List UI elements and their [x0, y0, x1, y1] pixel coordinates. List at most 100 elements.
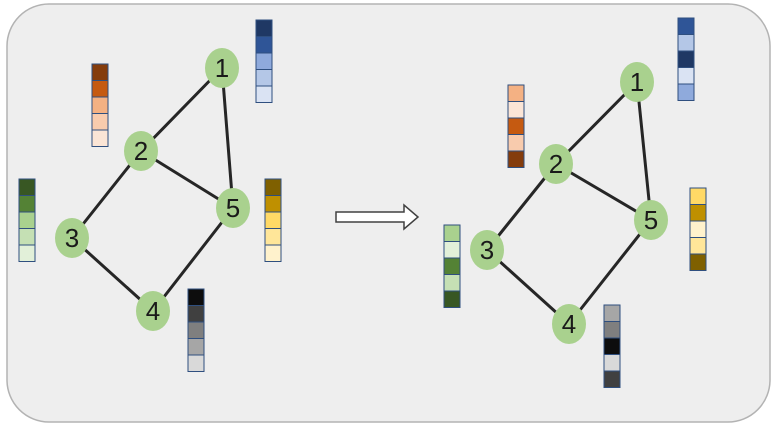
node-circle [136, 291, 170, 331]
feature-vector-node-4 [187, 288, 205, 372]
node-label: 2 [549, 149, 563, 179]
feature-cell [187, 321, 205, 339]
feature-cell [677, 83, 695, 101]
node-label: 2 [134, 136, 148, 166]
node-circle [634, 200, 668, 240]
graph-before: 1 2 3 4 5 [18, 19, 282, 372]
node-label: 4 [146, 296, 160, 326]
node-circle [216, 188, 250, 228]
feature-cell [603, 321, 621, 339]
feature-cell [603, 304, 621, 322]
feature-vector-node-2 [507, 84, 525, 168]
node-label: 5 [226, 193, 240, 223]
node-1: 1 [620, 62, 654, 102]
node-label: 5 [644, 205, 658, 235]
node-circle [620, 62, 654, 102]
feature-cell [18, 195, 36, 213]
feature-cell [264, 178, 282, 196]
node-label: 3 [65, 223, 79, 253]
feature-cell [18, 211, 36, 229]
feature-cell [187, 305, 205, 323]
feature-cell [18, 228, 36, 246]
node-5: 5 [634, 200, 668, 240]
feature-cell [443, 241, 461, 259]
node-circle [552, 304, 586, 344]
node-label: 4 [562, 309, 576, 339]
feature-vector-node-3 [443, 224, 461, 308]
feature-cell [91, 129, 109, 147]
node-4: 4 [552, 304, 586, 344]
graph-after: 1 2 3 4 5 [443, 17, 707, 388]
edge-1-5 [220, 66, 235, 210]
node-3: 3 [55, 218, 89, 258]
feature-cell [689, 220, 707, 238]
node-circle [470, 230, 504, 270]
node-circle [55, 218, 89, 258]
node-label: 1 [215, 53, 229, 83]
node-label: 1 [630, 67, 644, 97]
feature-vector-node-1 [677, 17, 695, 101]
node-1: 1 [205, 48, 239, 88]
feature-cell [689, 204, 707, 222]
feature-cell [689, 237, 707, 255]
node-2: 2 [539, 144, 573, 184]
feature-cell [603, 354, 621, 372]
feature-vector-node-2 [91, 63, 109, 147]
feature-cell [507, 84, 525, 102]
feature-cell [507, 117, 525, 135]
feature-cell [255, 85, 273, 103]
feature-cell [443, 274, 461, 292]
edge-1-5 [635, 80, 653, 222]
feature-cell [507, 150, 525, 168]
node-circle [539, 144, 573, 184]
feature-cell [603, 337, 621, 355]
node-4: 4 [136, 291, 170, 331]
feature-cell [255, 69, 273, 87]
node-circle [124, 131, 158, 171]
feature-vector-node-3 [18, 178, 36, 262]
feature-cell [507, 101, 525, 119]
feature-cell [255, 52, 273, 70]
edge-1-2 [139, 66, 224, 153]
feature-cell [443, 257, 461, 275]
feature-cell [264, 228, 282, 246]
feature-cell [443, 224, 461, 242]
feature-cell [264, 211, 282, 229]
node-5: 5 [216, 188, 250, 228]
node-label: 3 [480, 235, 494, 265]
feature-vector-node-4 [603, 304, 621, 388]
feature-cell [264, 195, 282, 213]
feature-cell [91, 80, 109, 98]
feature-cell [91, 63, 109, 81]
node-circle [205, 48, 239, 88]
feature-cell [255, 36, 273, 54]
feature-cell [677, 67, 695, 85]
edge-3-4 [485, 248, 571, 326]
feature-cell [677, 17, 695, 35]
feature-cell [18, 178, 36, 196]
transform-arrow [335, 203, 420, 231]
edge-2-5 [139, 149, 235, 210]
edge-4-5 [151, 206, 235, 313]
feature-cell [603, 370, 621, 388]
feature-cell [677, 34, 695, 52]
node-2: 2 [124, 131, 158, 171]
node-3: 3 [470, 230, 504, 270]
feature-cell [187, 354, 205, 372]
feature-vector-node-5 [264, 178, 282, 262]
feature-cell [187, 338, 205, 356]
feature-cell [677, 50, 695, 68]
feature-cell [264, 244, 282, 262]
edge-4-5 [567, 218, 653, 326]
feature-vector-node-1 [255, 19, 273, 103]
edge-3-4 [70, 236, 155, 313]
feature-cell [18, 244, 36, 262]
edge-2-5 [554, 162, 653, 222]
feature-cell [507, 134, 525, 152]
feature-cell [91, 96, 109, 114]
feature-vector-node-5 [689, 187, 707, 271]
edge-1-2 [554, 80, 639, 166]
feature-cell [91, 113, 109, 131]
